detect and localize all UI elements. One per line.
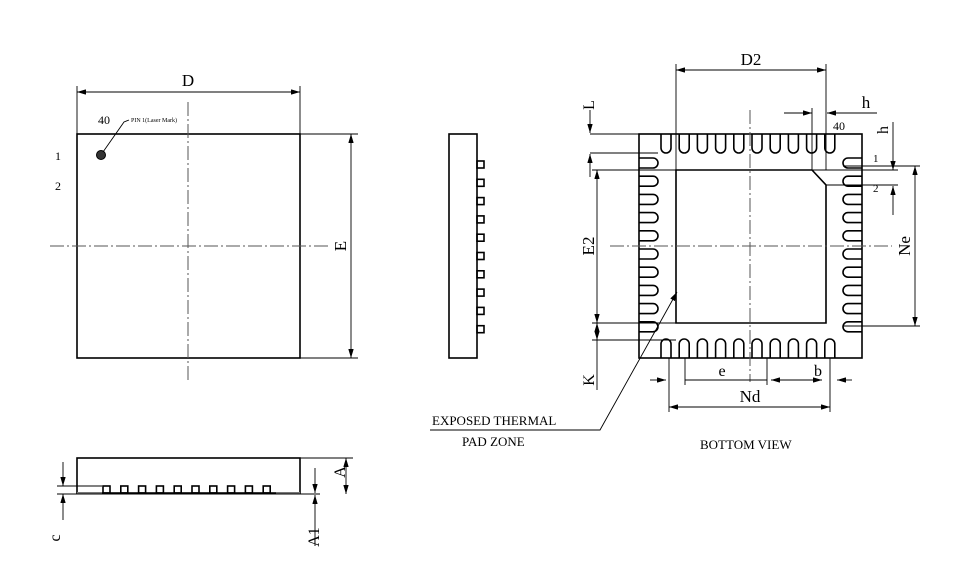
side-pad <box>476 288 485 297</box>
dim-nd-label: Nd <box>740 387 761 406</box>
side-pad <box>476 306 485 316</box>
dim-e2-label: E2 <box>579 237 598 256</box>
side-view-horizontal: c A A1 <box>47 457 353 547</box>
bottom-view-title: BOTTOM VIEW <box>700 437 792 452</box>
bottom-pad-right <box>842 193 862 206</box>
dim-e-label: E <box>331 241 350 251</box>
bottom-pad-top <box>769 134 781 154</box>
bottom-pad-left <box>639 193 659 206</box>
dim-b-label: b <box>814 363 822 380</box>
side-pad <box>209 485 218 494</box>
side-pad <box>226 485 236 494</box>
dim-c-label: c <box>47 534 64 541</box>
side-pad <box>244 485 254 494</box>
bottom-pad-bottom <box>805 338 818 358</box>
dim-k-label: K <box>581 374 598 386</box>
bottom-pad-bottom <box>787 338 800 358</box>
bottom-pad-right <box>842 175 862 187</box>
dim-a1-label: A1 <box>306 527 323 547</box>
pin-1-label-bottom: 1 <box>873 153 879 165</box>
bottom-pad-right <box>842 157 862 169</box>
bottom-pad-left <box>639 266 659 278</box>
side-view-vertical <box>448 133 485 359</box>
dim-h-top-label: h <box>862 93 871 112</box>
side-pad <box>155 485 165 494</box>
bottom-pad-right <box>842 266 862 278</box>
pin-40-label: 40 <box>98 113 110 127</box>
side-pad <box>476 196 485 206</box>
bottom-pad-top <box>714 134 727 154</box>
dim-h-side-label: h <box>875 126 892 134</box>
side-pad <box>476 251 485 261</box>
side-pad <box>476 324 485 334</box>
bottom-pad-left <box>639 211 659 224</box>
side-pad <box>120 485 129 494</box>
dim-l-label: L <box>581 100 598 110</box>
bottom-pad-left <box>639 248 659 260</box>
pin1-note: PIN 1(Laser Mark) <box>131 117 177 124</box>
pin-2-label-bottom: 2 <box>873 183 879 195</box>
side-pad <box>476 215 485 224</box>
dim-ne-label: Ne <box>895 236 914 256</box>
side-pad <box>102 485 111 494</box>
bottom-pad-left <box>639 230 659 242</box>
bottom-pad-left <box>639 175 659 187</box>
bottom-pad-bottom <box>714 338 727 358</box>
pin1-mark-icon <box>96 150 106 160</box>
side-pad <box>191 485 200 494</box>
bottom-pad-right <box>842 284 862 297</box>
bottom-pad-top <box>751 134 763 154</box>
bottom-pad-top <box>733 134 745 154</box>
dim-d2-label: D2 <box>741 50 762 69</box>
bottom-pad-bottom <box>769 338 781 358</box>
bottom-pad-right <box>842 321 862 333</box>
top-view: D E PIN 1(Laser Mark) 40 1 2 <box>50 71 358 382</box>
bottom-pad-bottom <box>733 338 745 358</box>
bottom-pad-top <box>787 134 800 154</box>
pin-1-label: 1 <box>55 149 61 163</box>
dim-a-label: A <box>332 466 349 478</box>
bottom-pad-right <box>842 211 862 224</box>
bottom-pad-bottom <box>678 338 690 358</box>
side-pad <box>262 485 272 494</box>
pad-note-line2: PAD ZONE <box>462 434 525 449</box>
bottom-pad-left <box>639 157 659 169</box>
bottom-pad-top <box>696 134 709 154</box>
side-pad <box>476 269 485 279</box>
dim-d-label: D <box>182 71 194 90</box>
side-pad <box>137 485 147 494</box>
pad-note-line1: EXPOSED THERMAL <box>432 413 556 428</box>
bottom-pad-top <box>678 134 690 154</box>
bottom-pad-right <box>842 248 862 260</box>
bottom-pad-top <box>660 134 672 154</box>
dim-e-pitch-label: e <box>718 363 725 380</box>
bottom-pad-right <box>842 302 862 315</box>
pin-2-label: 2 <box>55 179 61 193</box>
bottom-pad-top <box>824 134 836 154</box>
side-pad <box>476 233 485 242</box>
bottom-pad-top <box>805 134 818 154</box>
bottom-view: D2 h 40 h 1 2 Ne L E2 K e b Nd EXPOSED T… <box>430 50 920 452</box>
bottom-pad-bottom <box>824 338 836 358</box>
bottom-pad-left <box>639 321 659 333</box>
side-pad <box>476 178 485 188</box>
bottom-pad-bottom <box>696 338 709 358</box>
side-pad <box>476 160 485 169</box>
bottom-pad-left <box>639 284 659 297</box>
pin-40-label-bottom: 40 <box>833 119 845 133</box>
bottom-pad-bottom <box>751 338 763 358</box>
bottom-pad-left <box>639 302 659 315</box>
bottom-pad-right <box>842 230 862 242</box>
side-pad <box>173 485 182 494</box>
bottom-pad-bottom <box>660 338 672 358</box>
